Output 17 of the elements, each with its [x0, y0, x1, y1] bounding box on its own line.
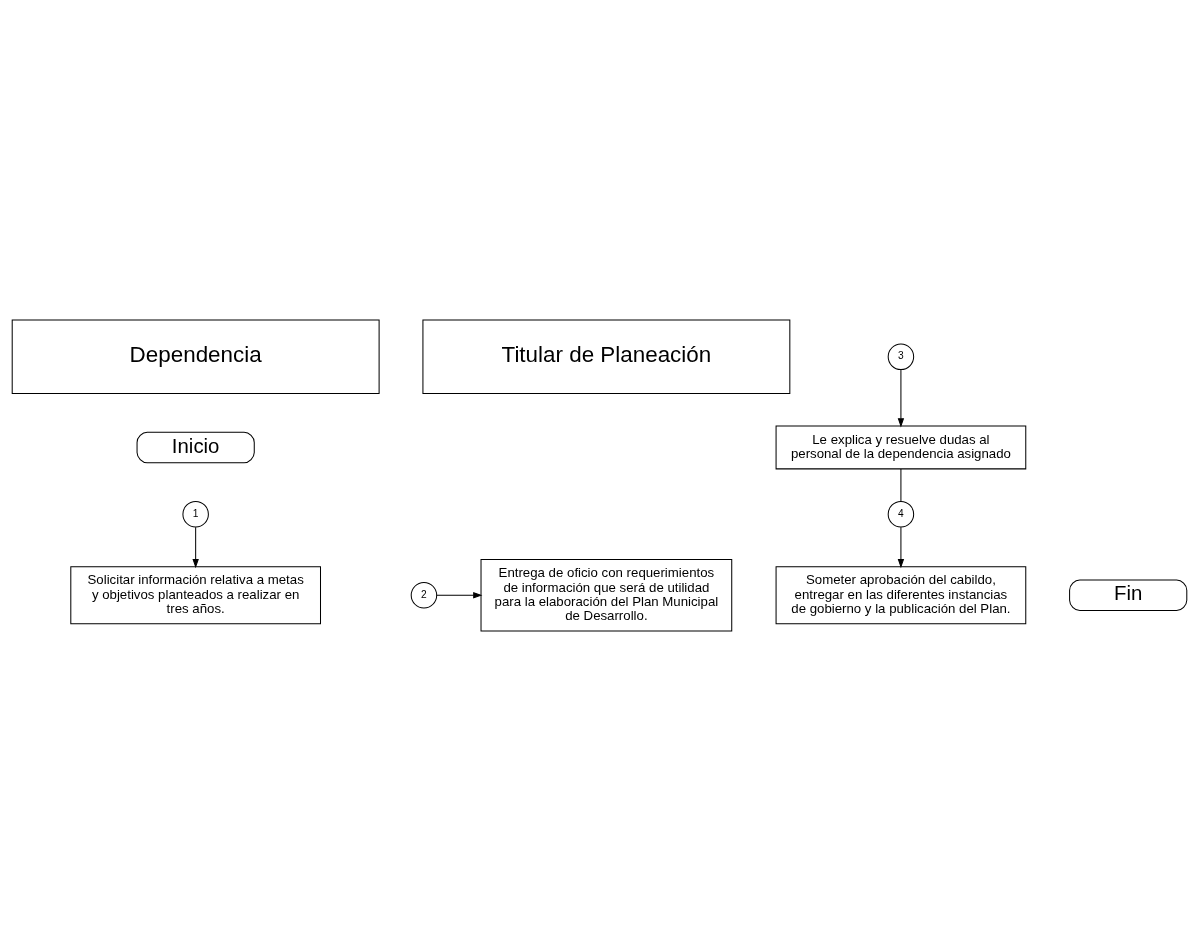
node-box: Solicitar información relativa a metas y objetivos planteados a realizar en tres años. — [70, 566, 321, 625]
connector — [900, 468, 902, 502]
arrow — [897, 369, 905, 428]
arrow — [192, 526, 199, 569]
node-box: Le explica y resuelve dudas al personal de la dependencia asignado — [775, 425, 1027, 470]
node-box: Entrega de oficio con requerimientos de información que será de utilidad para la elaboración del Plan Municipal de Desarrollo. — [480, 559, 733, 632]
node-box: Titular de Planeación — [422, 319, 791, 394]
node-box: Fin — [1069, 579, 1188, 612]
node-box: Inicio — [136, 431, 255, 464]
node-circle: 1 — [182, 501, 209, 528]
node-box: Dependencia — [11, 319, 380, 394]
node-circle: 4 — [887, 501, 915, 528]
arrow — [436, 592, 483, 599]
node-box: Someter aprobación del cabildo, entregar en las diferentes instancias de gobierno y la publicación del Plan. — [775, 566, 1027, 625]
arrow — [897, 526, 905, 569]
node-circle: 2 — [410, 582, 438, 609]
node-circle: 3 — [887, 343, 915, 370]
